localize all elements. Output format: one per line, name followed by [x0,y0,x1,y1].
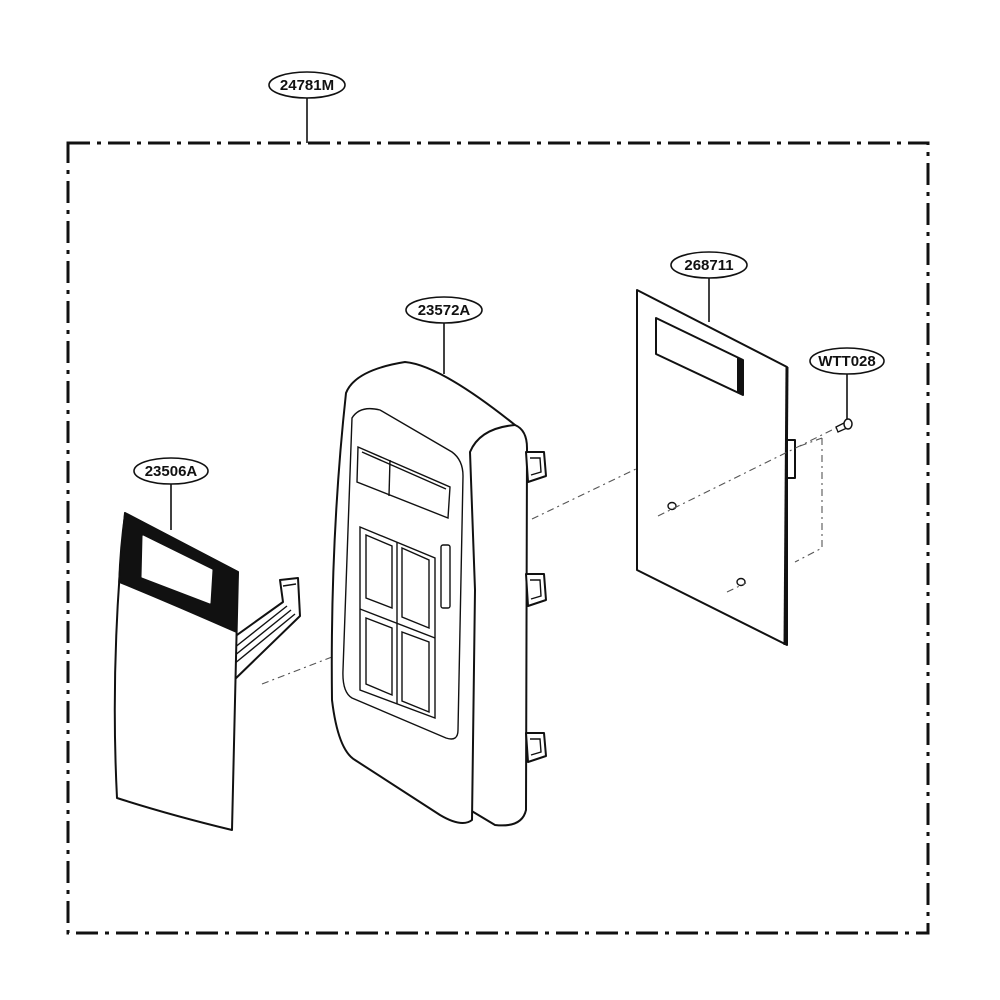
mounting-clip-bottom [525,732,547,763]
housing-key-grid [359,525,436,720]
pcb-connector [786,439,796,479]
assembly-boundary [66,141,930,935]
callout-panel: 23572A [405,296,483,374]
housing-display-window [356,445,451,520]
pcb-board [636,289,837,646]
mounting-clip-top [525,451,547,483]
callout-pcb: 268711 [670,251,748,322]
callout-assembly: 24781M [268,71,346,143]
membrane-keypad [113,511,351,831]
callout-pcb-label: 268711 [684,257,733,274]
mounting-clip-middle [525,573,547,607]
callout-membrane: 23506A [133,457,209,530]
housing-side [467,423,528,827]
mounting-screw [835,418,853,433]
callout-panel-label: 23572A [418,302,471,319]
pcb-hole-lower [736,577,746,587]
ribbon-cable [229,577,301,683]
housing-recess [342,407,464,740]
pcb-hole-upper [667,501,677,511]
callout-membrane-label: 23506A [145,463,198,480]
membrane-display-window [141,535,213,604]
pcb-plate [636,289,788,646]
callout-assembly-label: 24781M [280,77,334,94]
control-panel-housing [330,361,691,827]
housing-front [330,361,516,825]
housing-side-slot [440,544,451,609]
callout-screw: WTT028 [809,347,885,419]
callout-screw-label: WTT028 [818,353,876,370]
pcb-display-module [655,317,744,396]
